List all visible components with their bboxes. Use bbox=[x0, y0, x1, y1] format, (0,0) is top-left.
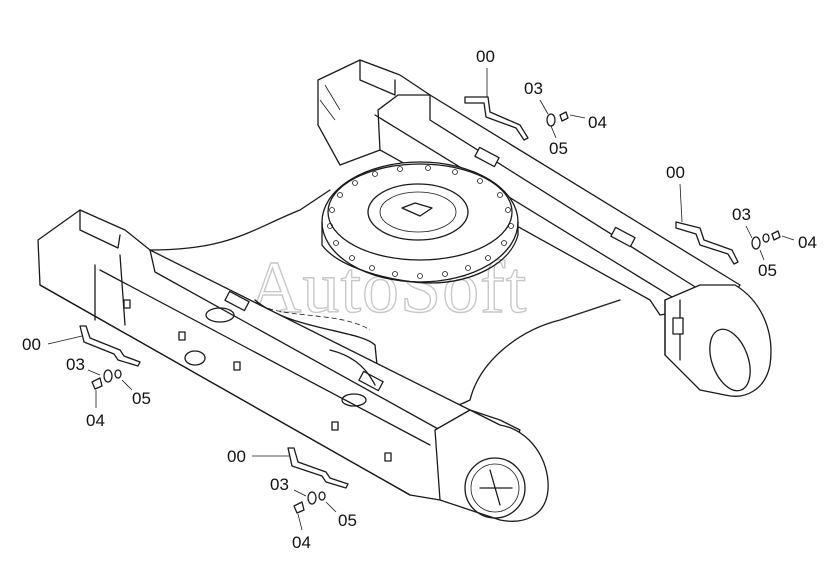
bolt bbox=[771, 230, 781, 241]
washer bbox=[751, 236, 761, 250]
part-group-right: 00 03 04 05 bbox=[666, 163, 817, 280]
bracket-label: 00 bbox=[476, 47, 495, 66]
washer-label: 03 bbox=[732, 205, 751, 224]
washer bbox=[307, 491, 317, 505]
lockwasher-label: 05 bbox=[132, 389, 151, 408]
bolt-label: 04 bbox=[588, 113, 607, 132]
bracket-plate bbox=[79, 325, 141, 367]
bracket-label: 00 bbox=[227, 447, 246, 466]
bolt bbox=[91, 377, 103, 390]
washer-label: 03 bbox=[270, 475, 289, 494]
track-frame bbox=[37, 59, 772, 522]
lockwasher-label: 05 bbox=[549, 139, 568, 158]
part-group-top: 00 03 04 05 bbox=[464, 47, 607, 158]
swing-circle bbox=[321, 161, 519, 284]
bracket-label: 00 bbox=[666, 163, 685, 182]
lockwasher-label: 05 bbox=[338, 511, 357, 530]
bracket-plate bbox=[464, 96, 529, 141]
right-idler-end bbox=[664, 284, 772, 397]
part-group-left: 00 03 04 05 bbox=[22, 325, 151, 430]
part-group-bottom: 00 03 04 05 bbox=[227, 447, 357, 552]
lockwasher-label: 05 bbox=[758, 261, 777, 280]
washer-label: 03 bbox=[66, 355, 85, 374]
left-idler-end bbox=[434, 409, 549, 522]
bolt bbox=[293, 501, 305, 514]
bracket-plate bbox=[675, 221, 739, 265]
washer bbox=[103, 369, 113, 383]
washer-label: 03 bbox=[524, 79, 543, 98]
bracket-label: 00 bbox=[22, 335, 41, 354]
lockwasher bbox=[114, 369, 122, 379]
bolt-label: 04 bbox=[798, 233, 817, 252]
lockwasher bbox=[762, 233, 770, 243]
lockwasher bbox=[318, 491, 326, 501]
bolt bbox=[559, 111, 569, 122]
bracket-plate bbox=[287, 447, 349, 489]
washer bbox=[546, 113, 556, 127]
bolt-label: 04 bbox=[86, 411, 105, 430]
bolt-label: 04 bbox=[292, 533, 311, 552]
